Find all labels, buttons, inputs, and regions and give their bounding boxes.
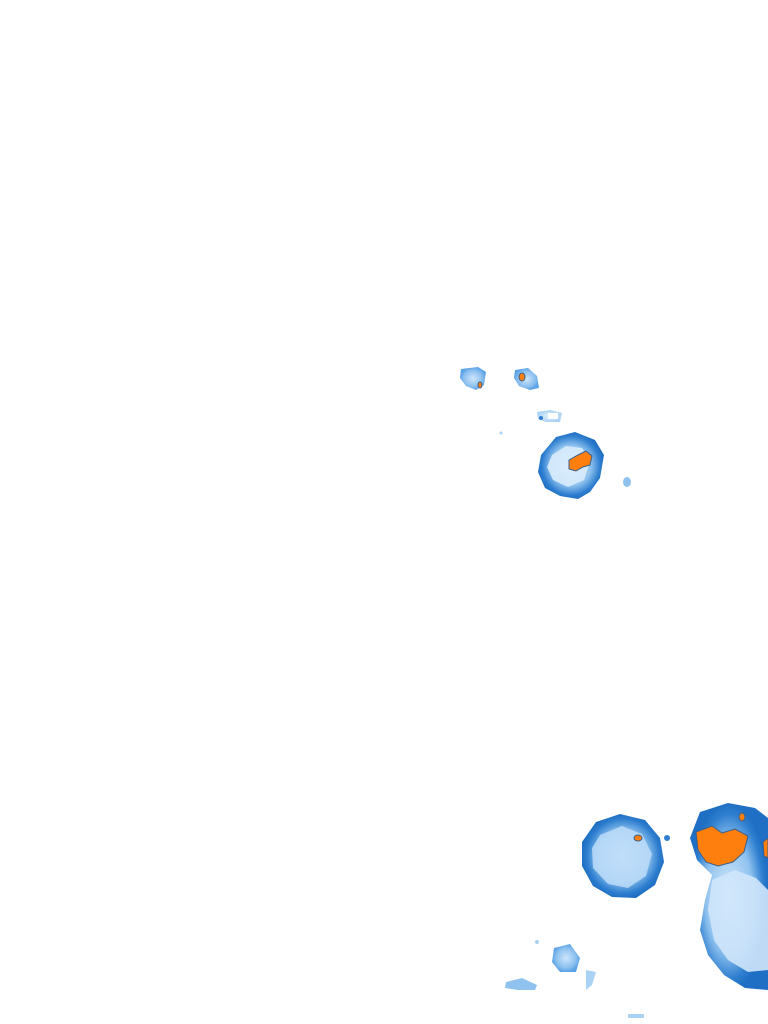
precip-gap [548, 413, 558, 419]
precip-speck [535, 940, 539, 944]
intense-core-southwest [633, 834, 643, 842]
intense-core-east [518, 372, 526, 382]
intense-core-southeast-minor [762, 837, 768, 859]
precip-cell-fragment-bottom [628, 1014, 644, 1018]
precip-speck [499, 431, 503, 435]
precip-speck [539, 416, 543, 420]
precip-cell-fragment-west [552, 944, 580, 972]
precip-speck [664, 835, 670, 841]
precip-cell-southwest-inner [592, 826, 652, 888]
intense-core-west [477, 381, 483, 389]
intense-core-southeast-dot [738, 812, 746, 822]
precip-cell-southeast-inner [708, 870, 768, 972]
precip-cell-small-east [514, 368, 539, 390]
intense-core-main-north [568, 450, 593, 472]
precip-cluster-south [505, 803, 768, 1018]
precip-cell-fragment-south [586, 970, 596, 990]
precip-speck [623, 477, 631, 487]
precip-cell-fragment-southwest [505, 978, 537, 990]
precip-cluster-north [460, 367, 631, 499]
intense-core-southeast [695, 825, 749, 867]
